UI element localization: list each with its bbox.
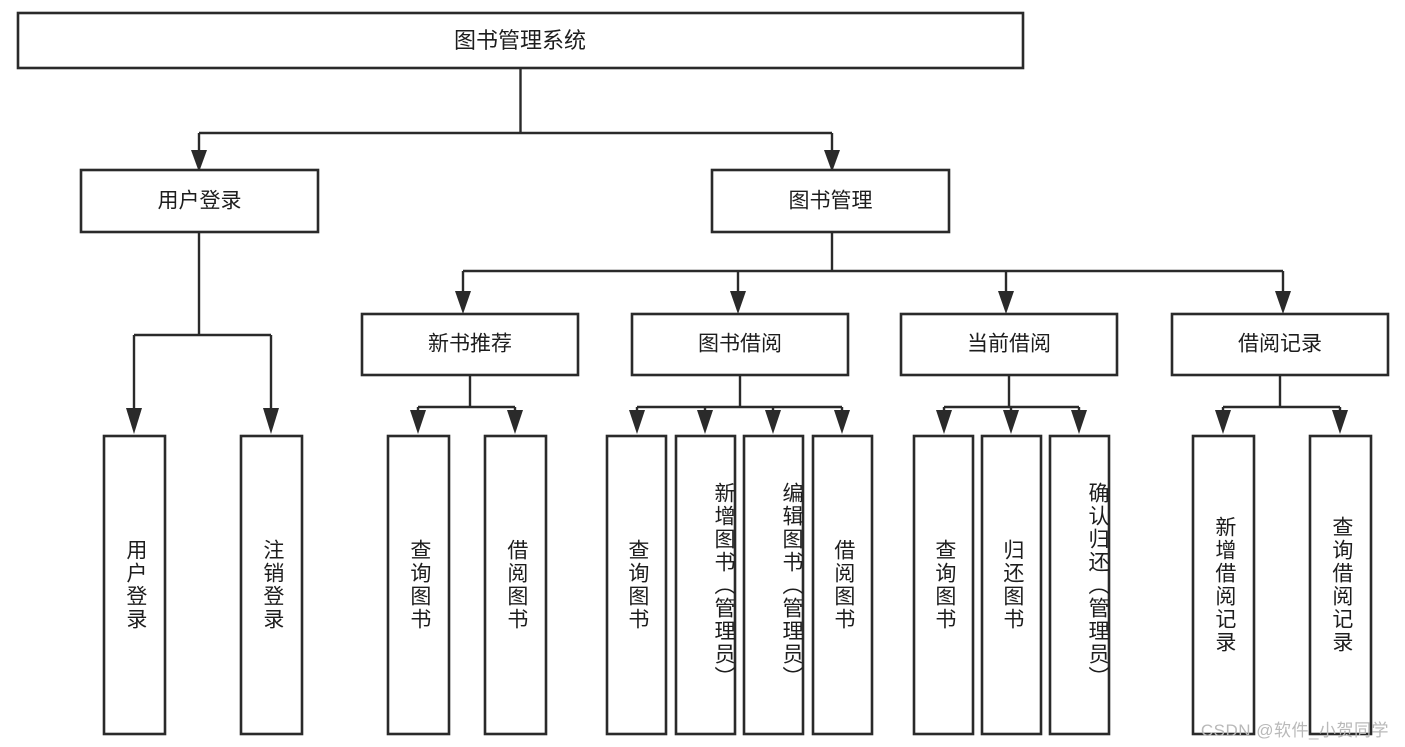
node-leaf-book-borrow-borrow[interactable] <box>811 434 874 736</box>
node-book-borrow-label: 图书借阅 <box>698 333 782 356</box>
node-leaf-book-borrow-edit[interactable] <box>742 434 805 736</box>
arrow-new-book-leaf-2 <box>507 410 523 434</box>
node-user-login[interactable] <box>79 168 320 234</box>
node-leaf-borrow-record-add[interactable] <box>1191 434 1256 736</box>
arrow-borrow-record-leaf-2 <box>1332 410 1348 434</box>
arrow-to-user-login <box>191 150 207 172</box>
arrow-to-current-borrow <box>998 291 1014 314</box>
node-current-borrow[interactable] <box>899 312 1119 377</box>
node-leaf-user-login-login[interactable] <box>102 434 167 736</box>
node-leaf-current-borrow-return[interactable] <box>980 434 1043 736</box>
node-borrow-record[interactable] <box>1170 312 1390 377</box>
csdn-watermark: CSDN @软件_小贺同学 <box>1200 721 1389 740</box>
arrow-current-borrow-leaf-2 <box>1003 410 1019 434</box>
arrow-book-borrow-leaf-3 <box>765 410 781 434</box>
node-book-management-label: 图书管理 <box>789 190 873 213</box>
node-new-book-recommend-label: 新书推荐 <box>428 333 512 356</box>
node-leaf-user-login-logout[interactable] <box>239 434 304 736</box>
node-leaf-borrow-record-query[interactable] <box>1308 434 1373 736</box>
arrow-book-borrow-leaf-1 <box>629 410 645 434</box>
node-book-management[interactable] <box>710 168 951 234</box>
node-leaf-book-borrow-query[interactable] <box>605 434 668 736</box>
node-book-borrow[interactable] <box>630 312 850 377</box>
arrow-new-book-leaf-1 <box>410 410 426 434</box>
arrow-to-book-manage <box>824 150 840 172</box>
arrow-current-borrow-leaf-1 <box>936 410 952 434</box>
node-current-borrow-label: 当前借阅 <box>967 333 1051 356</box>
arrow-book-borrow-leaf-4 <box>834 410 850 434</box>
arrow-to-new-book <box>455 291 471 314</box>
node-root-book-management-system[interactable] <box>16 11 1025 70</box>
node-leaf-current-borrow-query[interactable] <box>912 434 975 736</box>
arrow-user-login-leaf-1 <box>126 408 142 434</box>
node-borrow-record-label: 借阅记录 <box>1238 333 1322 356</box>
node-new-book-recommend[interactable] <box>360 312 580 377</box>
arrow-borrow-record-leaf-1 <box>1215 410 1231 434</box>
node-layer: 图书管理系统 用户登录 图书管理 新书推荐 图书借阅 当前借阅 借阅记录 <box>16 11 1390 736</box>
arrow-to-borrow-record <box>1275 291 1291 314</box>
arrow-to-book-borrow <box>730 291 746 314</box>
node-leaf-new-book-borrow[interactable] <box>483 434 548 736</box>
node-root-label: 图书管理系统 <box>454 28 586 53</box>
node-leaf-new-book-query[interactable] <box>386 434 451 736</box>
node-user-login-label: 用户登录 <box>158 190 242 213</box>
arrow-book-borrow-leaf-2 <box>697 410 713 434</box>
node-leaf-current-borrow-confirm[interactable] <box>1048 434 1111 736</box>
arrow-current-borrow-leaf-3 <box>1071 410 1087 434</box>
node-leaf-book-borrow-add[interactable] <box>674 434 737 736</box>
arrow-user-login-leaf-2 <box>263 408 279 434</box>
connector-layer <box>126 68 1348 434</box>
